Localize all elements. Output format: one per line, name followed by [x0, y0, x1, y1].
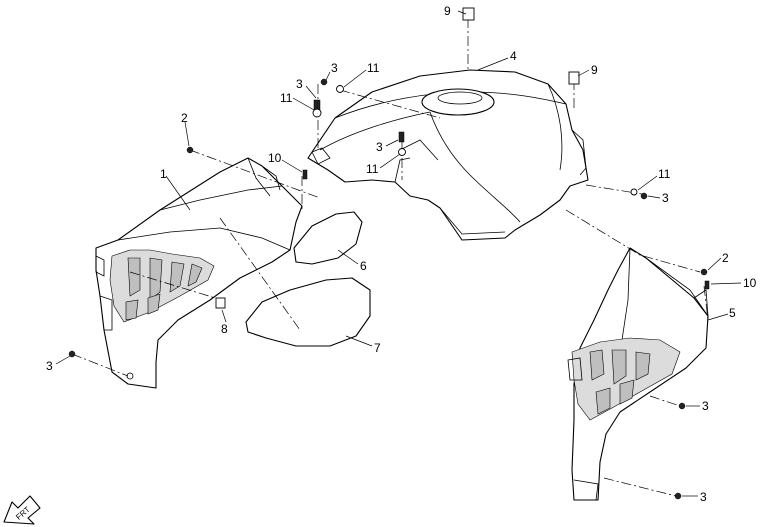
pad-part-6 — [293, 211, 363, 265]
clip-9-right — [568, 71, 580, 85]
callout-3-top: 3 — [331, 61, 338, 75]
washer-11-upper-left — [312, 108, 322, 118]
washer-11-center — [398, 148, 406, 156]
callout-2-left: 2 — [181, 111, 188, 125]
leader-lines — [55, 10, 742, 497]
callout-10-left: 10 — [268, 151, 282, 165]
clip-8 — [215, 297, 226, 309]
bolt-2-left — [186, 146, 194, 154]
callout-3-lower-left: 3 — [46, 359, 53, 373]
callout-6: 6 — [360, 259, 367, 273]
left-side-panel-part-1 — [95, 157, 303, 389]
tank-cover-part-4 — [307, 69, 589, 241]
callout-9-top: 9 — [444, 4, 451, 18]
clip-9-top — [462, 7, 475, 21]
bolt-3-bottom-right — [674, 492, 682, 500]
callout-8: 8 — [221, 322, 228, 336]
callout-3-right: 3 — [662, 191, 669, 205]
callout-3-upper-left: 3 — [296, 77, 303, 91]
bolt-3-center — [398, 131, 405, 143]
callout-2-right: 2 — [722, 251, 729, 265]
washer-11-top — [336, 85, 344, 93]
callout-4: 4 — [510, 49, 517, 63]
callout-11-upper-left: 11 — [280, 91, 293, 105]
callout-3-lower-right: 3 — [702, 399, 709, 413]
fasteners — [68, 7, 710, 500]
callout-labels: 9 9 4 3 11 3 11 2 1 3 11 10 11 3 2 10 5 … — [46, 4, 757, 504]
callout-11-center: 11 — [366, 162, 379, 176]
pad-part-7 — [245, 277, 371, 347]
callout-3-bottom-right: 3 — [700, 490, 707, 504]
bolt-3-lower-left — [68, 350, 76, 358]
callout-11-right: 11 — [658, 167, 671, 181]
callout-11-top: 11 — [367, 61, 380, 75]
front-direction-arrow: FRT — [3, 495, 41, 525]
bolt-3-right — [640, 192, 648, 200]
washer-11-right — [630, 188, 638, 196]
callout-3-center: 3 — [376, 140, 383, 154]
bolt-3-top — [320, 78, 328, 86]
right-side-panel-part-5 — [567, 247, 709, 501]
rivet-10-left — [302, 169, 308, 180]
rivet-10-right — [704, 280, 710, 290]
callout-1: 1 — [160, 167, 167, 181]
bolt-2-right — [700, 268, 708, 276]
callout-5: 5 — [729, 306, 736, 320]
assembly-centerlines — [71, 18, 709, 497]
bolt-3-lower-right — [678, 402, 686, 410]
callout-9-right: 9 — [591, 63, 598, 77]
callout-10-right: 10 — [743, 276, 757, 290]
callout-7: 7 — [374, 341, 381, 355]
